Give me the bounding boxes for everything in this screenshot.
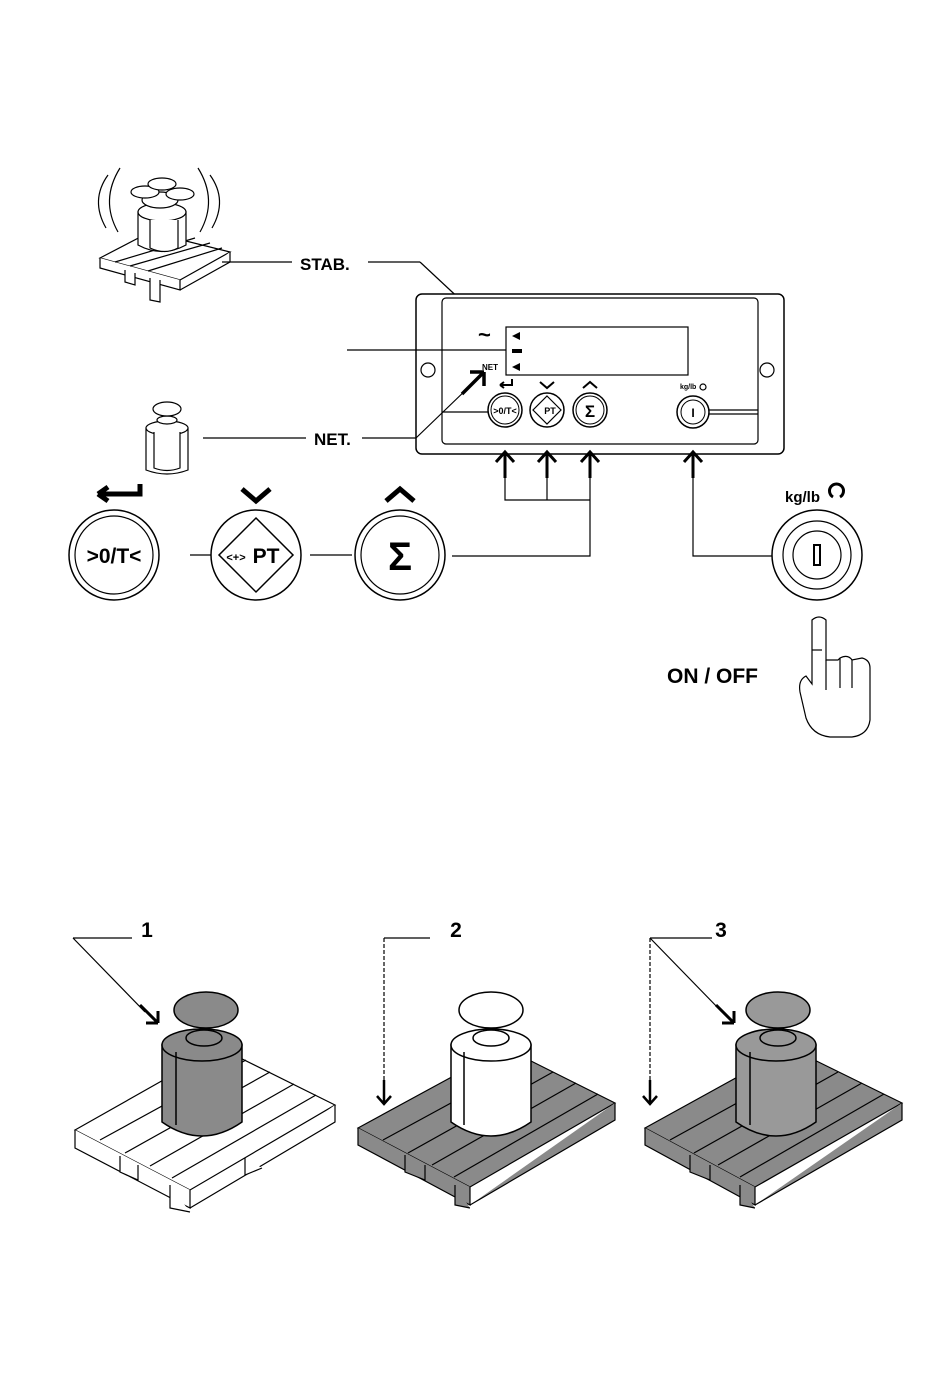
step-3-number: 3 bbox=[715, 919, 727, 942]
zero-tare-button[interactable]: >0/T< bbox=[69, 484, 159, 600]
sum-button[interactable]: Σ bbox=[355, 489, 445, 600]
net-indicator-label: NET bbox=[482, 363, 498, 372]
step-1: 1 bbox=[73, 919, 335, 1212]
unstable-load-illustration bbox=[98, 168, 230, 302]
stability-tilde-icon: ~ bbox=[478, 322, 491, 347]
single-weight-icon bbox=[146, 402, 188, 474]
pt-label: PT bbox=[253, 545, 280, 568]
pt-small-label: PT bbox=[544, 406, 556, 416]
kg-lb-label: kg/lb bbox=[785, 489, 820, 506]
display-indicator-bar bbox=[512, 349, 522, 353]
panel-button-arrows bbox=[452, 452, 772, 556]
step-1-number: 1 bbox=[141, 919, 153, 942]
kg-lb-small-label: kg/lb bbox=[680, 384, 696, 391]
step-2-weight bbox=[451, 992, 531, 1136]
power-button[interactable]: kg/lb bbox=[772, 484, 862, 600]
pointing-hand-icon bbox=[800, 617, 870, 737]
net-label: NET. bbox=[314, 430, 351, 449]
chevron-up-icon bbox=[386, 489, 414, 501]
zero-tare-label: >0/T< bbox=[87, 545, 142, 568]
step-1-arrow-icon bbox=[140, 1005, 158, 1023]
on-off-label: ON / OFF bbox=[667, 665, 758, 688]
pt-arrow-label: <+> bbox=[226, 552, 245, 564]
cycle-icon bbox=[830, 484, 844, 497]
step-1-weight bbox=[162, 992, 242, 1136]
stab-label: STAB. bbox=[300, 255, 350, 274]
power-small-label: I bbox=[691, 406, 694, 420]
enter-icon bbox=[98, 484, 140, 501]
step-2-arrow-icon bbox=[377, 1080, 391, 1104]
pt-button[interactable]: PT <+> bbox=[211, 489, 301, 600]
chevron-down-icon bbox=[242, 489, 270, 501]
step-2: 2 bbox=[358, 919, 615, 1208]
indicator-panel: ~ NET bbox=[416, 294, 784, 454]
step-3-down-arrow-icon bbox=[643, 1080, 657, 1104]
step-2-number: 2 bbox=[450, 919, 462, 942]
step-3: 3 bbox=[643, 919, 902, 1208]
step-3-weight bbox=[736, 992, 816, 1136]
weight-display bbox=[506, 327, 688, 375]
zero-tare-small-label: >0/T< bbox=[493, 406, 517, 416]
sigma-small-label: Σ bbox=[585, 402, 595, 421]
sigma-label: Σ bbox=[388, 535, 412, 579]
step-3-arrow-icon bbox=[716, 1005, 734, 1023]
